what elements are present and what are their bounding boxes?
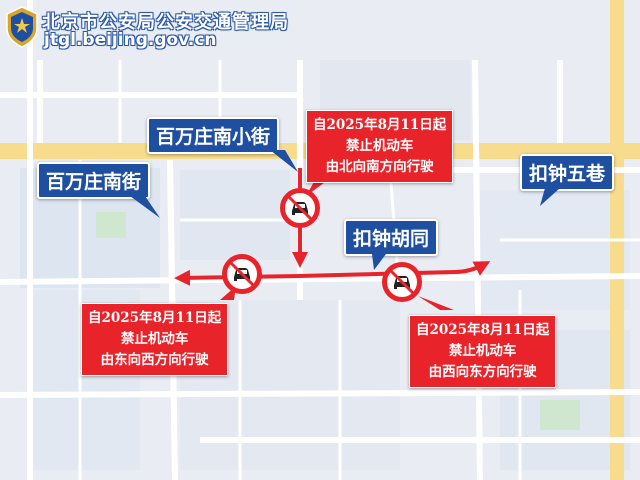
notice-rule: 禁止机动车: [345, 138, 414, 154]
no-motor-vehicle-sign-icon: [382, 262, 422, 302]
notice-direction: 由北向南方向行驶: [325, 159, 434, 175]
org-url[interactable]: jtgl.beijing.gov.cn: [44, 30, 217, 50]
notice-date: 自2025年8月11日起: [416, 322, 550, 338]
street-label-baiwanzhuang-nan-xiaojie: 百万庄南小街: [147, 117, 280, 154]
street-label-koozhong-hutong: 扣钟胡同: [344, 219, 439, 256]
notice-date: 自2025年8月11日起: [313, 117, 447, 133]
notice-east-west: 自2025年8月11日起 禁止机动车 由东向西方向行驶: [81, 303, 229, 376]
notice-rule: 禁止机动车: [120, 331, 189, 347]
notice-north-south: 自2025年8月11日起 禁止机动车 由北向南方向行驶: [306, 110, 454, 183]
notice-date: 自2025年8月11日起: [88, 310, 222, 326]
notice-west-east: 自2025年8月11日起 禁止机动车 由西向东方向行驶: [409, 315, 557, 388]
notice-direction: 由西向东方向行驶: [428, 364, 537, 380]
org-name: 北京市公安局公安交通管理局: [42, 12, 289, 33]
police-badge-icon: [6, 6, 38, 48]
notice-direction: 由东向西方向行驶: [100, 352, 209, 368]
no-motor-vehicle-sign-icon: [222, 254, 262, 294]
street-label-baiwanzhuang-nanjie: 百万庄南街: [37, 162, 151, 199]
street-label-koozhong-wuxiang: 扣钟五巷: [520, 154, 615, 191]
arrow-west-to-east: [299, 261, 491, 278]
notice-rule: 禁止机动车: [448, 343, 517, 359]
no-motor-vehicle-sign-icon: [280, 188, 320, 228]
